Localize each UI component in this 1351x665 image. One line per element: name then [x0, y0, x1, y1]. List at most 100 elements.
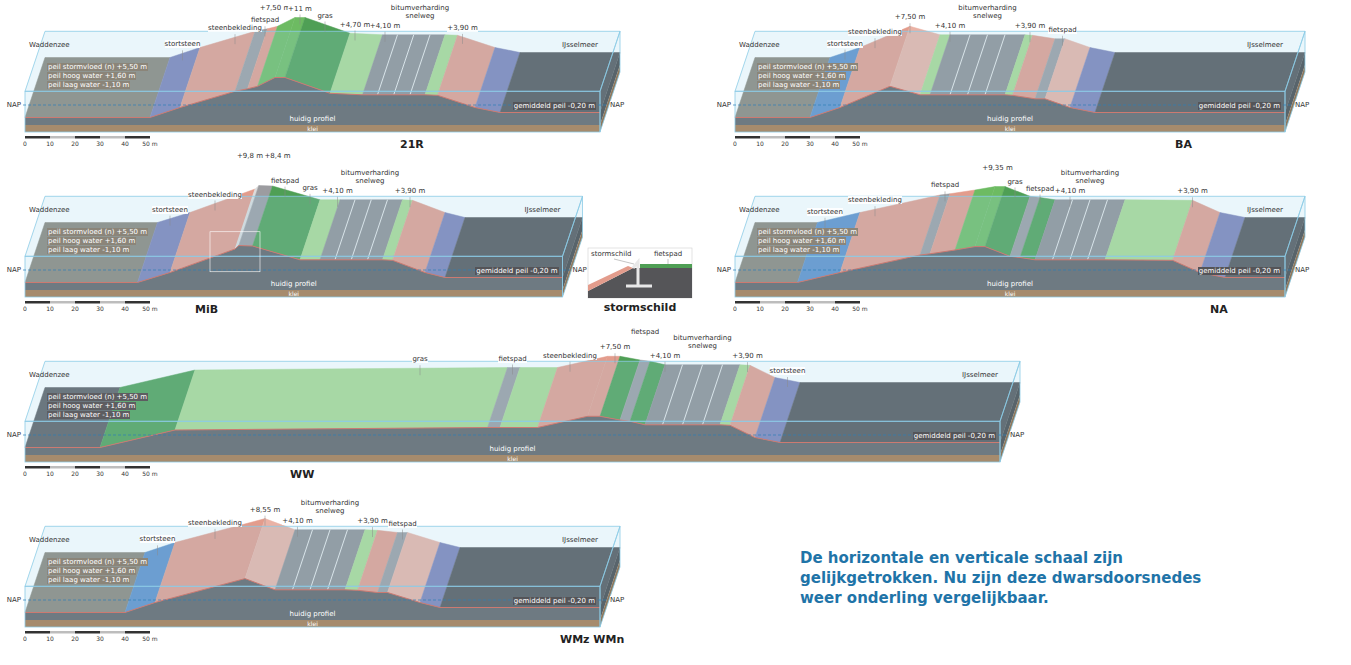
- scale-number: 20: [781, 140, 789, 147]
- nap-label: NAP: [7, 101, 21, 109]
- scale-number: 50 m: [142, 470, 157, 477]
- water-level-label: peil stormvloed (n) +5,50 m: [47, 63, 148, 71]
- scale-number: 10: [756, 305, 764, 312]
- water-side: [1285, 31, 1305, 132]
- water-front: [25, 256, 563, 297]
- scale-number: 40: [121, 470, 129, 477]
- dike-label: stortsteen: [152, 206, 188, 214]
- dike-label: +3,90 m: [447, 24, 478, 32]
- dike-label: fietspad: [388, 520, 416, 528]
- dike-section: [23, 18, 620, 139]
- dike-label: +7,50 m: [260, 4, 291, 12]
- dike-label: stortsteen: [827, 40, 863, 48]
- nap-label: NAP: [717, 266, 731, 274]
- dike-label: +4,10 m: [1055, 187, 1086, 195]
- soil-label: klei: [307, 125, 318, 132]
- dike-section: [733, 26, 1305, 138]
- dike-label: stortsteen: [770, 367, 806, 375]
- water-level-label: gemiddeld peil -0,20 m: [513, 597, 596, 605]
- water-level-label: peil laag water -1,10 m: [757, 246, 840, 254]
- scale-number: 30: [96, 305, 104, 312]
- leader-line: [1015, 187, 1016, 197]
- profile-label: huidig profiel: [987, 115, 1033, 123]
- inset-grass: [640, 264, 692, 268]
- leader-line: [614, 259, 634, 264]
- dike-label: fietspad: [498, 355, 526, 363]
- scale-bar: [735, 301, 760, 304]
- detail-marker: [210, 232, 260, 272]
- water-level-label: peil laag water -1,10 m: [47, 81, 130, 89]
- dike-section: [733, 187, 1305, 304]
- dike-label: fietspad: [1048, 26, 1076, 34]
- dike-label: +4,10 m: [282, 517, 313, 525]
- dike-label: +3,90 m: [732, 352, 763, 360]
- sea-label: Waddenzee: [29, 41, 70, 49]
- dike-label: +9,8 m: [237, 152, 263, 160]
- nap-label: NAP: [1295, 266, 1309, 274]
- water-top: [25, 196, 583, 256]
- water-level-label: gemiddeld peil -0,20 m: [913, 432, 996, 440]
- scale-bar: [760, 301, 785, 304]
- nap-label: NAP: [7, 596, 21, 604]
- leader-line: [787, 377, 788, 387]
- leader-line: [325, 22, 326, 32]
- leader-line: [402, 530, 403, 540]
- leader-line: [215, 529, 216, 539]
- scale-bar: [125, 631, 150, 634]
- leader-line: [337, 197, 338, 207]
- inset-frame: [588, 248, 692, 298]
- leader-line: [845, 50, 846, 60]
- sea-label: Waddenzee: [739, 206, 780, 214]
- dike-section: [23, 356, 1020, 468]
- dike-label: bitumverharding snelweg: [1058, 169, 1122, 185]
- scale-number: 0: [23, 635, 27, 642]
- scale-bar: [100, 136, 125, 139]
- caption: De horizontale en verticale schaal zijn …: [800, 548, 1230, 608]
- scale-bar: [75, 631, 100, 634]
- water-front: [25, 586, 600, 627]
- nap-label: NAP: [573, 266, 587, 274]
- scale-number: 50 m: [142, 140, 157, 147]
- leader-line: [215, 200, 216, 210]
- water-top: [25, 361, 1020, 421]
- nap-label: NAP: [610, 101, 624, 109]
- dike-section: [23, 519, 620, 634]
- nap-label: NAP: [1295, 101, 1309, 109]
- water-top: [735, 196, 1305, 256]
- scale-number: 0: [23, 140, 27, 147]
- scale-bar: [810, 136, 835, 139]
- dike-label: gras: [302, 184, 317, 192]
- dike-label: fietspad: [631, 328, 659, 336]
- leader-line: [910, 23, 911, 33]
- scale-bar: [100, 301, 125, 304]
- scale-number: 30: [806, 140, 814, 147]
- nap-label: NAP: [717, 101, 731, 109]
- dike-label: stortsteen: [140, 535, 176, 543]
- dike-label: +9,35 m: [982, 164, 1013, 172]
- dike-label: bitumverharding snelweg: [338, 169, 402, 185]
- leader-line: [372, 527, 373, 537]
- dike-label: fietspad: [271, 177, 299, 185]
- scale-number: 30: [96, 140, 104, 147]
- leader-line: [1062, 36, 1063, 46]
- scale-number: 10: [756, 140, 764, 147]
- water-level-label: peil laag water -1,10 m: [757, 81, 840, 89]
- leader-line: [950, 32, 951, 42]
- water-top: [735, 31, 1305, 91]
- dike-label: +4,70 m: [340, 21, 371, 29]
- dike-label: bitumverharding snelweg: [298, 499, 362, 515]
- scale-bar: [125, 136, 150, 139]
- scale-bar: [50, 631, 75, 634]
- section-name: NA: [1210, 303, 1228, 316]
- scale-number: 40: [121, 140, 129, 147]
- leader-line: [285, 187, 286, 197]
- leader-line: [668, 259, 669, 264]
- nap-label: NAP: [1010, 431, 1024, 439]
- scale-bar: [100, 631, 125, 634]
- scale-number: 30: [96, 635, 104, 642]
- leader-line: [665, 362, 666, 372]
- scale-number: 10: [46, 140, 54, 147]
- scale-number: 10: [46, 470, 54, 477]
- scale-number: 0: [23, 470, 27, 477]
